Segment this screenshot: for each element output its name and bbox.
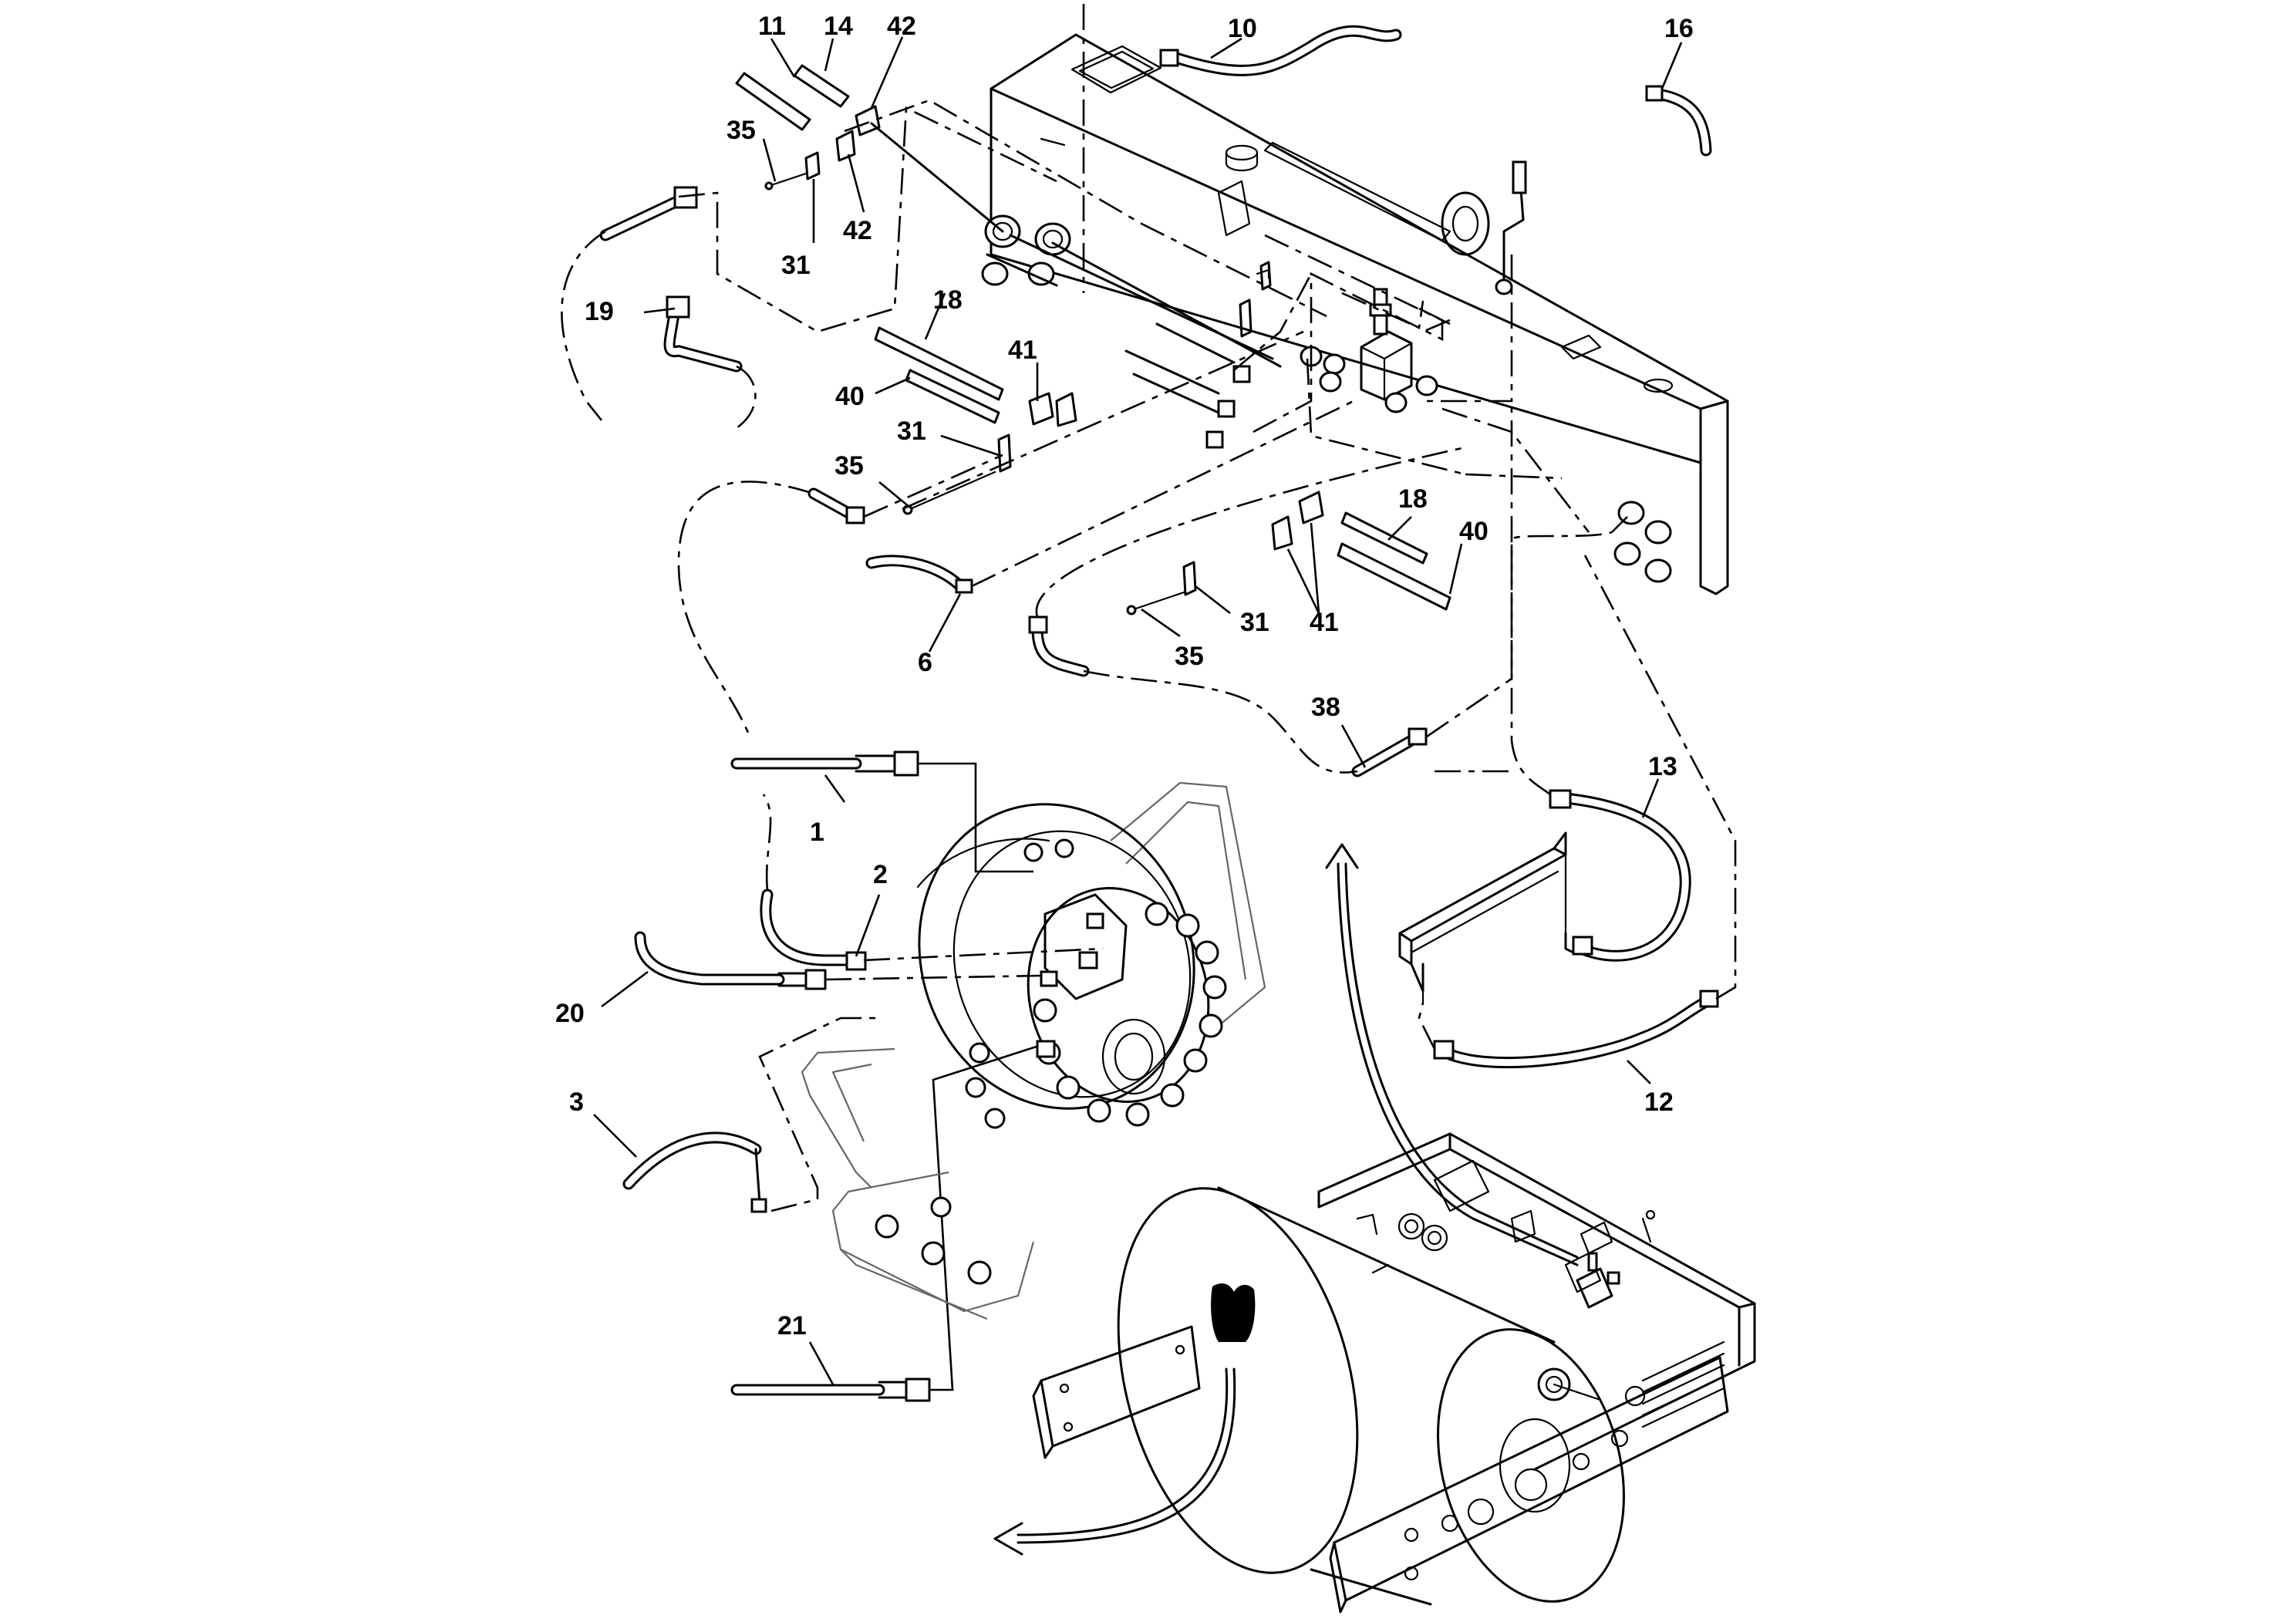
pipe-run [1009,234,1282,449]
clamp-41-left [1028,392,1077,427]
callout-21: 21 [777,1311,807,1340]
rotation-arrow-down [993,1367,1236,1556]
callout-20: 20 [555,999,585,1028]
hydraulic-tank [990,33,1729,595]
callout-40-left: 40 [835,382,865,411]
hose-13 [1510,531,1691,962]
bolt-35-top [764,172,807,191]
hose-2 [760,794,1104,971]
callout-35-top: 35 [727,116,756,145]
leader-lines [593,36,1683,1385]
glove-icon [1211,1283,1256,1342]
callout-16: 16 [1664,14,1694,43]
callout-40-right: 40 [1459,517,1489,546]
bolt-35-right [1126,591,1185,615]
plate-31-left [997,433,1012,473]
oil-cooler [1398,831,1575,1004]
callout-19: 19 [585,297,614,326]
callout-18-left: 18 [933,285,963,315]
plate-31-right [1182,561,1197,596]
callout-41-right: 41 [1310,608,1339,637]
routing-line-left [677,330,1304,733]
hose-3 [622,1017,879,1213]
callout-labels: 11 14 42 10 16 35 42 31 19 18 41 40 31 3… [555,12,1694,1340]
plate-31-mid [1239,261,1272,338]
hose-1 [730,750,1033,873]
hose-11 [870,122,1058,287]
callout-38: 38 [1311,693,1340,722]
callout-12: 12 [1644,1088,1674,1117]
plate-31-top [804,151,821,180]
callout-42-top: 42 [887,12,916,41]
callout-42-mid: 42 [843,216,872,245]
routing-lines [678,99,1628,773]
callout-10: 10 [1228,14,1257,43]
callout-18-right: 18 [1398,484,1428,514]
hose-guard-18-right [1340,511,1428,565]
hose-11-guard [735,72,811,131]
hose-guard-40-right [1337,542,1451,611]
callout-2: 2 [873,860,888,889]
drum-frame [1032,1132,1756,1614]
callout-3: 3 [569,1088,584,1117]
clamp-41-right [1271,491,1324,551]
gauge-line [1495,160,1527,295]
hose-16 [1645,85,1712,157]
hose-19 [561,186,757,430]
rotation-arrow-up [1325,843,1579,1266]
callout-35-right: 35 [1175,642,1204,671]
hose-6 [865,400,1354,594]
callout-14: 14 [824,12,853,41]
callout-6: 6 [918,648,932,677]
callout-13: 13 [1648,752,1677,781]
callout-11: 11 [758,12,786,41]
callout-31-left: 31 [897,416,926,446]
tank-suction-port [1441,191,1490,256]
hose-guard-18-left [874,326,1004,401]
clamp-42 [835,105,881,162]
drum-valve [1576,1252,1620,1309]
hose-21 [730,1044,1042,1402]
callout-41-left: 41 [1008,336,1037,365]
hose-20 [634,931,1042,990]
drive-frame [801,781,1266,1320]
hose-38 [1028,401,1513,777]
callout-31-top: 31 [781,251,811,280]
valve-block [1300,288,1438,413]
hose-12 [1418,555,1737,1069]
callout-35-left: 35 [834,451,864,481]
drum [1117,1186,1625,1606]
hose-10 [1159,25,1402,76]
hose-14-guard [793,64,850,108]
drive-motor [875,803,1227,1285]
callout-1: 1 [810,818,824,847]
callout-31-right: 31 [1240,608,1269,637]
hose-guard-40-left [905,369,1000,424]
